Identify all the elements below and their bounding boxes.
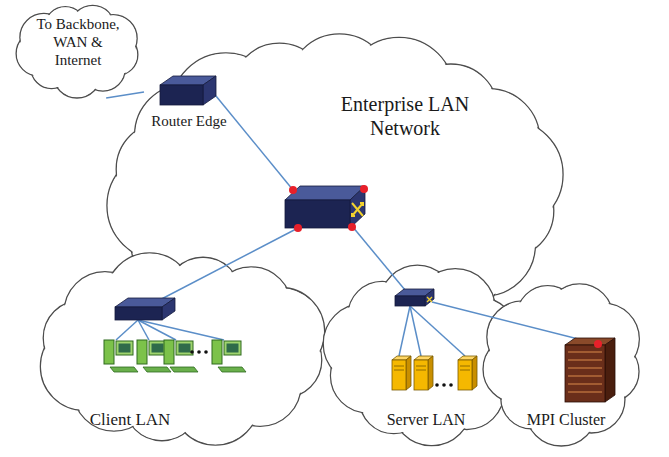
internet-cloud: To Backbone, WAN & Internet (14, 2, 142, 98)
cloud-outline (35, 250, 330, 448)
node-label: Enterprise LAN Network (330, 92, 480, 140)
server-cloud: Server LAN (322, 262, 527, 446)
node-label: Server LAN (374, 410, 478, 429)
node-label: MPI Cluster (512, 410, 620, 429)
enterprise-cloud: Enterprise LAN Network Router Edge (105, 30, 565, 350)
node-label: Router Edge (144, 112, 234, 130)
node-label: To Backbone, WAN & Internet (34, 15, 122, 69)
cloud-outline (105, 30, 565, 350)
network-link (106, 92, 144, 98)
mpi-cloud: MPI Cluster (480, 278, 645, 446)
router-node: Router Edge (144, 72, 234, 132)
node-label: Client LAN (75, 410, 185, 430)
client-cloud: Client LAN (35, 250, 330, 448)
